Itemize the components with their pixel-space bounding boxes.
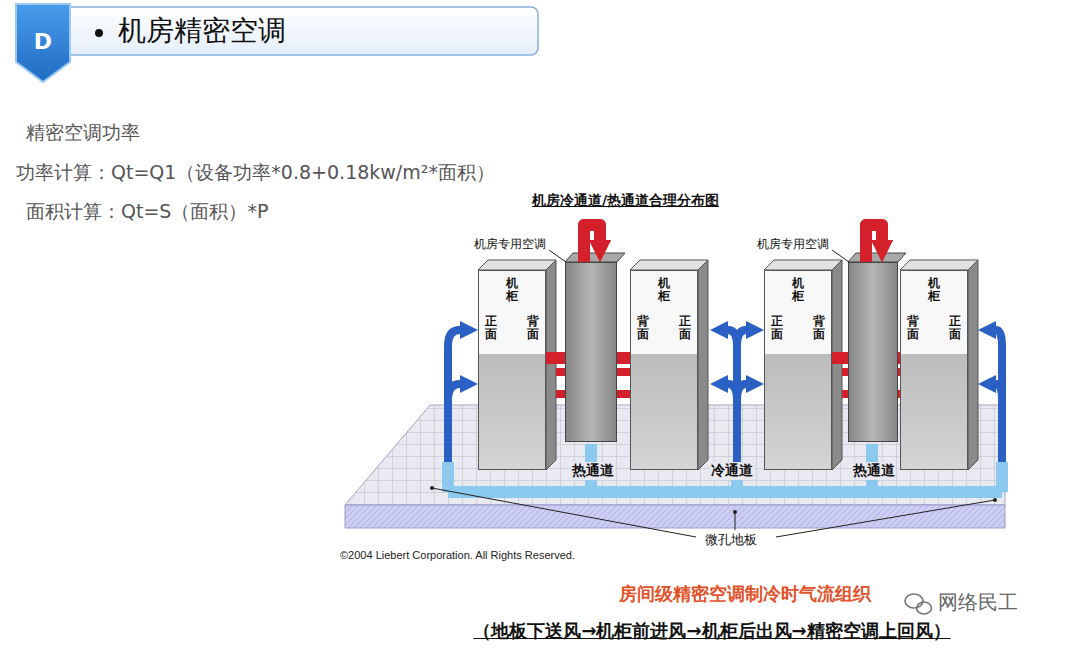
header-bar (62, 7, 538, 55)
floor-edge (345, 505, 1005, 528)
leader-dot (430, 486, 434, 490)
unit-label: 机房专用空调 (757, 237, 829, 251)
bullet-dot (95, 29, 103, 37)
ac-top (565, 253, 625, 262)
cabinet-top (764, 260, 842, 270)
leader-line (735, 512, 736, 530)
unit-label: 机房专用空调 (474, 237, 546, 251)
copyright-note: ©2004 Liebert Corporation. All Rights Re… (340, 549, 575, 563)
face-label: 正面 (485, 315, 497, 341)
cabinet-label: 机柜 (928, 277, 940, 303)
cold-air-arrow (737, 384, 746, 400)
cold-air-arrow (996, 384, 1002, 400)
ac-top (848, 253, 906, 262)
cold-air-arrow (996, 330, 1002, 462)
cabinet-side (968, 260, 978, 470)
section-badge (16, 4, 70, 82)
cabinet-label: 机柜 (658, 277, 670, 303)
cold-air-arrow (737, 330, 746, 346)
face-label: 正面 (679, 315, 691, 341)
face-label: 背面 (637, 315, 649, 341)
flow-description: （地板下送风→机柜前进风→机柜后出风→精密空调上回风） (473, 620, 950, 643)
wechat-icon (905, 594, 932, 614)
face-label: 背面 (527, 315, 539, 341)
cabinet-label: 机柜 (506, 277, 518, 303)
floor-label: 微孔地板 (703, 532, 759, 548)
leader-lines (432, 250, 995, 537)
formula-text: 面积计算：Qt=S（面积）*P (26, 200, 268, 224)
aisle-label: 热通道 (852, 462, 896, 480)
server-cabinet: 机柜背面 正面 (900, 270, 968, 470)
cabinet-label: 机柜 (792, 277, 804, 303)
slide-title: 机房精密空调 (118, 13, 286, 48)
wechat-bubble (905, 594, 923, 608)
face-label: 正面 (771, 315, 783, 341)
watermark: 网络民工 (938, 590, 1018, 614)
cabinet-top (630, 260, 708, 270)
leader-line (549, 250, 566, 262)
badge-letter: D (31, 28, 55, 56)
cold-air-arrow (448, 384, 460, 400)
precision-ac-unit: 机房专用空调 (565, 262, 617, 442)
server-cabinet: 机柜正面 背面 (764, 270, 832, 470)
formula-text: 功率计算：Qt=Q1（设备功率*0.8+0.18kw/m²*面积） (16, 161, 495, 185)
figure-caption: 房间级精密空调制冷时气流组织 (619, 583, 871, 606)
leader-dots (430, 486, 997, 514)
cabinet-side (698, 260, 708, 470)
subheading: 精密空调功率 (26, 121, 140, 145)
aisle-label: 热通道 (571, 462, 615, 480)
leader-line (776, 500, 995, 537)
face-label: 背面 (907, 315, 919, 341)
server-cabinet: 机柜正面 背面 (478, 270, 546, 470)
cold-air-arrow (448, 330, 460, 462)
precision-ac-unit: 机房专用空调 (848, 262, 898, 442)
leader-dot (993, 498, 997, 502)
face-label: 背面 (813, 315, 825, 341)
diagram-title: 机房冷通道/热通道合理分布图 (532, 192, 719, 210)
cabinet-side (832, 260, 842, 470)
server-cabinet: 机柜背面 正面 (630, 270, 698, 470)
wechat-bubble (917, 602, 932, 614)
leader-line (832, 250, 849, 262)
leader-line (432, 488, 696, 537)
leader-dot (733, 510, 737, 514)
aisle-label: 冷通道 (710, 462, 754, 480)
face-label: 正面 (949, 315, 961, 341)
cabinet-top (900, 260, 978, 270)
cabinet-top (478, 260, 556, 270)
cabinet-side (546, 260, 556, 470)
